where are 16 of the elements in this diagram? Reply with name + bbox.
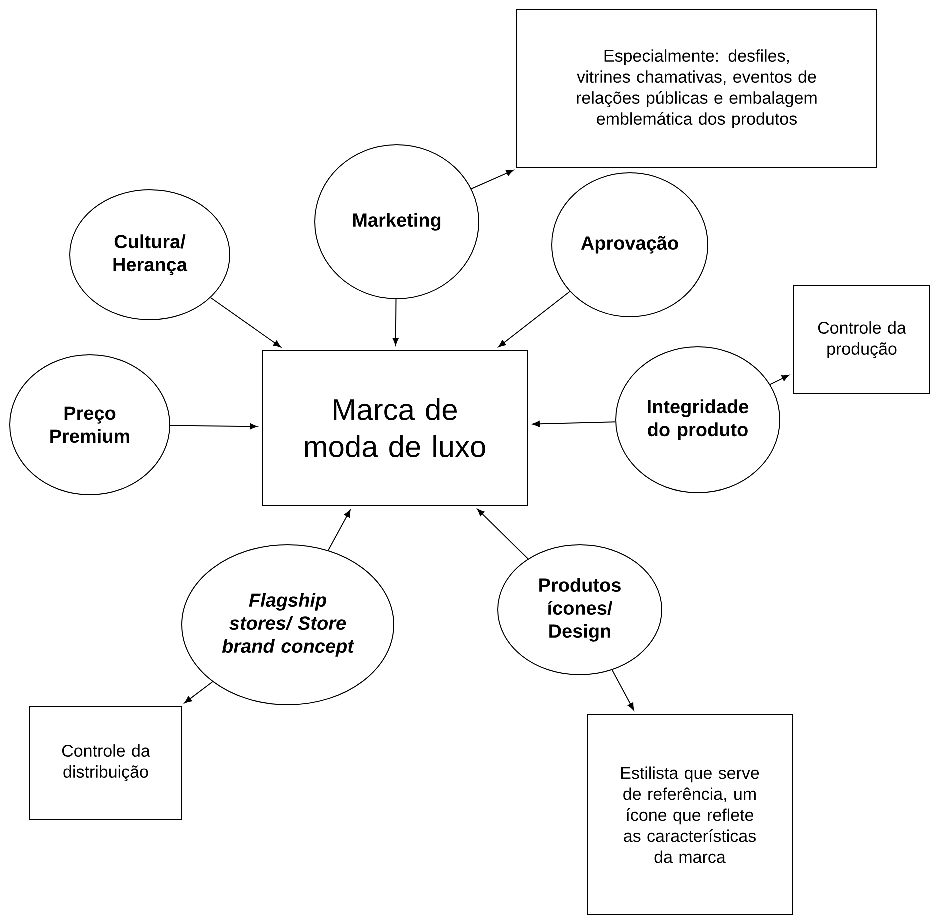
text-box: Controle da produção <box>794 286 930 394</box>
arrow <box>210 297 282 348</box>
text-box: Estilista que serve de referência, um ícone que reflete as características da marca <box>587 714 793 916</box>
arrow <box>170 423 258 430</box>
arrow <box>328 510 351 552</box>
text-box: Controle da distribuição <box>30 706 182 820</box>
arrow <box>477 509 529 560</box>
arrow <box>471 170 514 190</box>
arrow <box>770 375 790 386</box>
text-box: Especialmente: desfiles, vitrines chamativas, eventos de relações públicas e embalagem emblemática dos produtos <box>516 10 878 168</box>
arrow <box>392 299 399 346</box>
arrow <box>532 421 616 428</box>
text-box: Marca de moda de luxo <box>262 350 528 506</box>
arrow <box>612 670 634 711</box>
arrow <box>498 291 570 348</box>
arrow <box>184 681 214 704</box>
